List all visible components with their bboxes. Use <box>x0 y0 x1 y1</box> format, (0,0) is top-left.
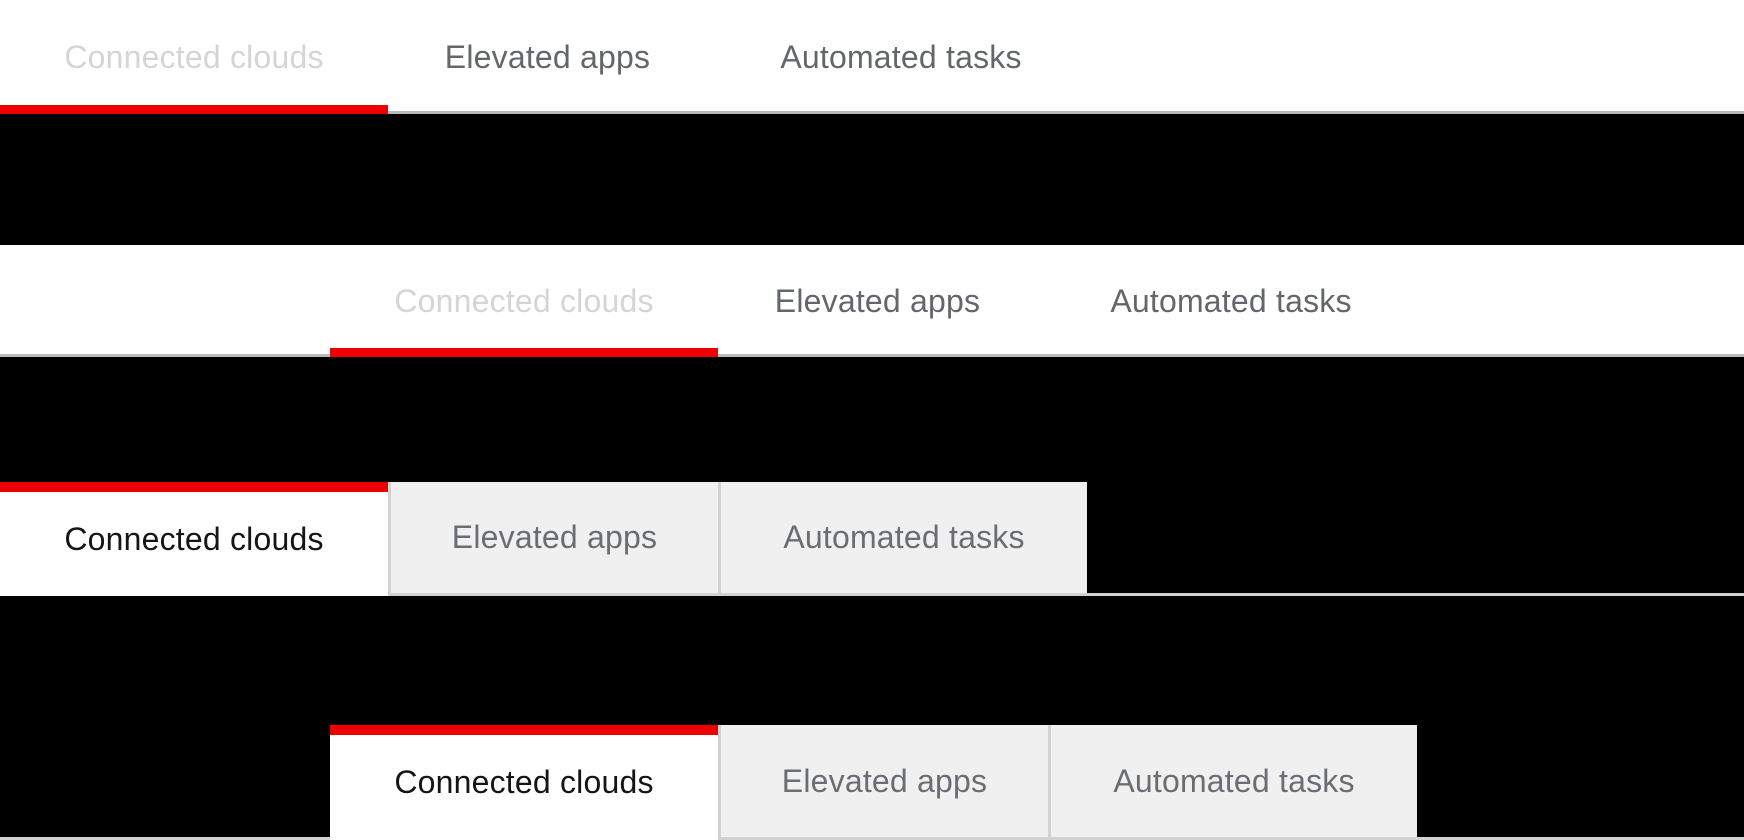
tab-label: Automated tasks <box>780 38 1022 75</box>
active-tab-underline <box>330 348 718 357</box>
tabs-bottom-border <box>388 593 1744 596</box>
tab-group-box-1: Connected clouds Elevated apps Automated… <box>0 482 1744 596</box>
tab-elevated-apps[interactable]: Elevated apps <box>388 0 707 114</box>
tab-elevated-apps[interactable]: Elevated apps <box>718 245 1037 357</box>
tab-divider <box>388 482 391 593</box>
tab-elevated-apps[interactable]: Elevated apps <box>721 725 1048 837</box>
tab-group-box-2: Connected clouds Elevated apps Automated… <box>0 725 1744 840</box>
tab-label: Automated tasks <box>1110 282 1352 319</box>
tab-label: Automated tasks <box>1113 762 1355 799</box>
tab-connected-clouds[interactable]: Connected clouds <box>330 245 718 357</box>
tab-label: Automated tasks <box>783 519 1025 555</box>
tabs-bottom-border <box>388 111 1744 114</box>
tab-label: Elevated apps <box>451 519 658 555</box>
tab-label: Connected clouds <box>64 38 324 75</box>
active-tab-underline <box>0 105 388 114</box>
tab-divider <box>718 482 721 593</box>
tab-label: Connected clouds <box>394 282 654 319</box>
tab-automated-tasks[interactable]: Automated tasks <box>721 482 1087 593</box>
tab-divider <box>718 725 721 837</box>
tab-elevated-apps[interactable]: Elevated apps <box>391 482 718 593</box>
tab-connected-clouds[interactable]: Connected clouds <box>0 0 388 114</box>
tab-label: Connected clouds <box>394 764 654 800</box>
tab-group-underline-1: Connected clouds Elevated apps Automated… <box>0 0 1744 114</box>
tabs-bottom-border <box>0 354 1744 357</box>
tab-connected-clouds[interactable]: Connected clouds <box>330 725 718 840</box>
tab-connected-clouds[interactable]: Connected clouds <box>0 482 388 596</box>
active-tab-top-bar <box>0 482 388 492</box>
active-tab-top-bar <box>330 725 718 735</box>
tab-group-underline-2: Connected clouds Elevated apps Automated… <box>0 245 1744 357</box>
tab-label: Elevated apps <box>781 762 988 799</box>
tab-label: Elevated apps <box>774 282 981 319</box>
tab-divider <box>1048 725 1051 837</box>
tab-automated-tasks[interactable]: Automated tasks <box>1051 725 1417 837</box>
tab-label: Elevated apps <box>444 38 651 75</box>
tabs-bottom-border <box>0 837 1744 840</box>
tab-automated-tasks[interactable]: Automated tasks <box>707 0 1095 114</box>
tab-label: Connected clouds <box>64 520 324 557</box>
tab-automated-tasks[interactable]: Automated tasks <box>1037 245 1425 357</box>
